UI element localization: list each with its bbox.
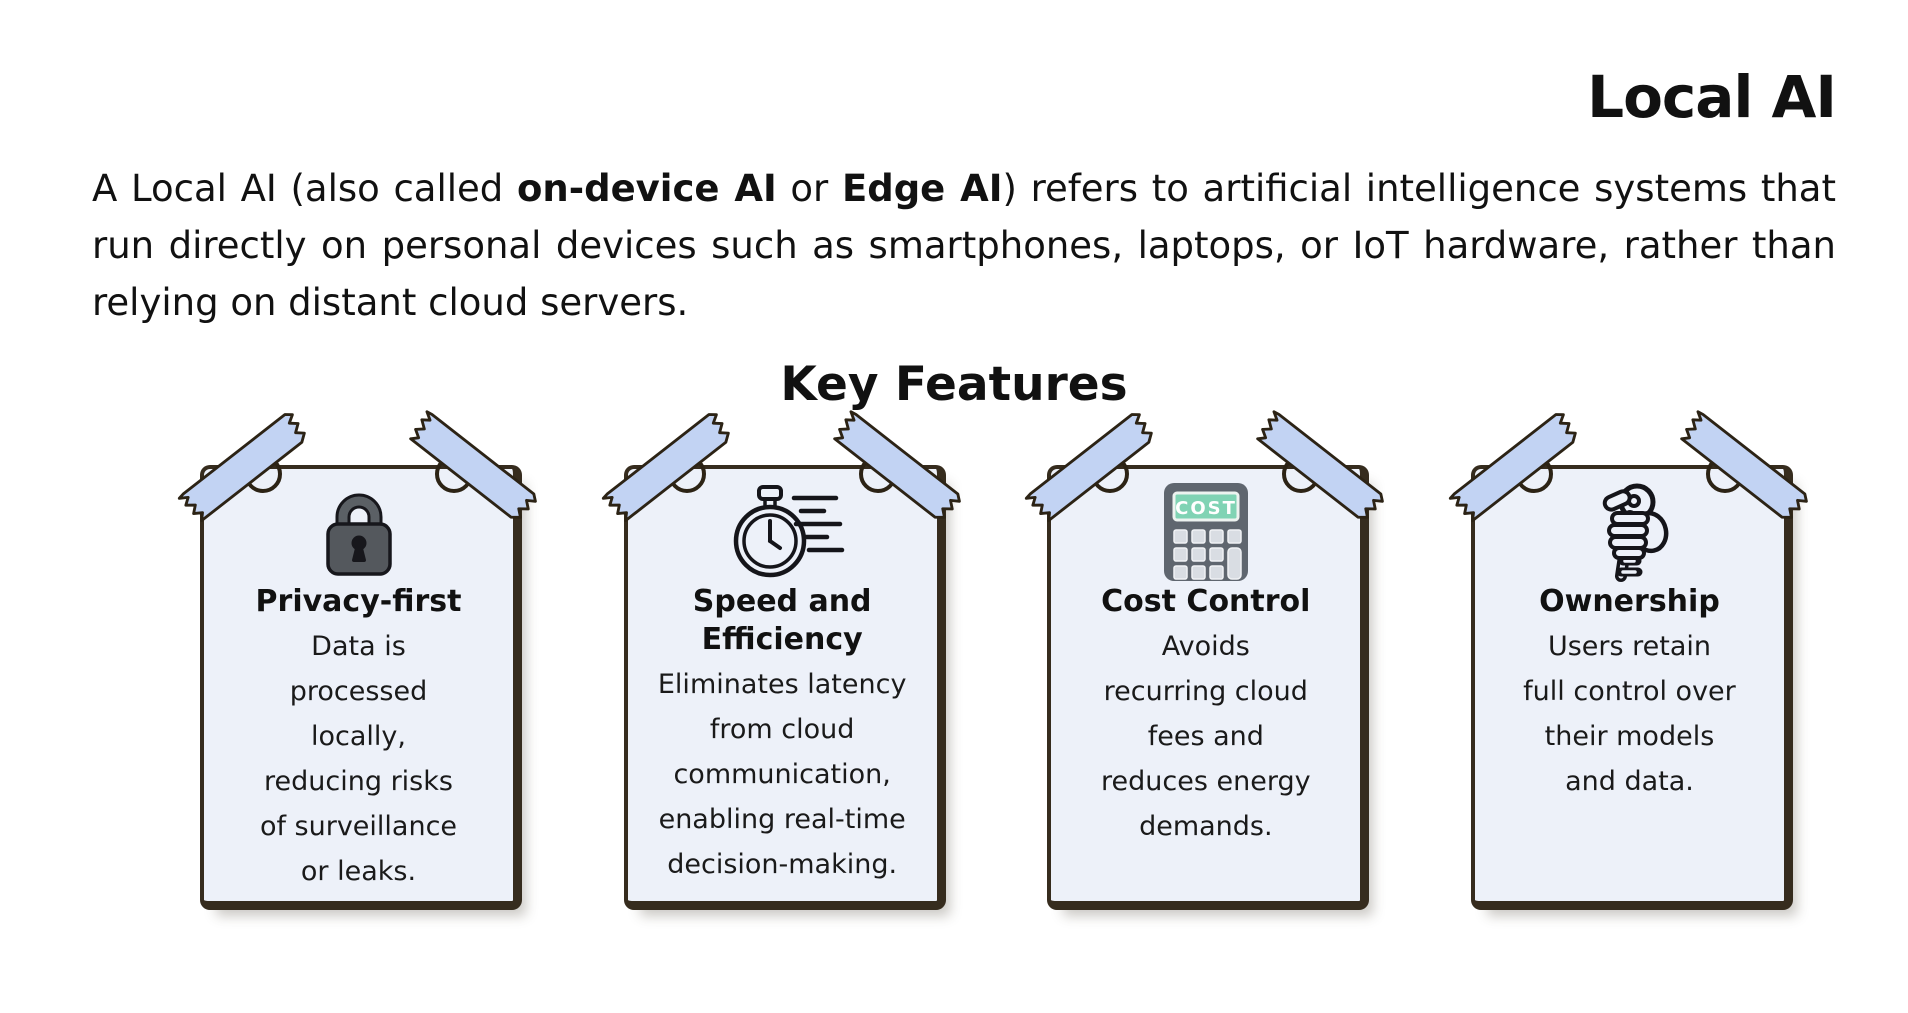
tape-top-left-icon xyxy=(1025,413,1154,523)
feature-title: Privacy-first xyxy=(255,584,462,620)
feature-card-cost: COST Cost Control Avoids recurring cloud… xyxy=(1025,410,1385,911)
calculator-display-label: COST xyxy=(1175,498,1237,519)
feature-card-privacy: Privacy-first Data is processed locally,… xyxy=(177,410,537,911)
feature-title: Speed and Efficiency xyxy=(692,584,872,658)
tape-top-left-icon xyxy=(177,413,306,523)
lock-icon xyxy=(320,481,398,583)
hand-key-icon xyxy=(1577,481,1681,583)
tape-top-right-icon xyxy=(1680,410,1808,520)
feature-description: Eliminates latency from cloud communicat… xyxy=(657,669,907,881)
feature-description: Data is processed locally, reducing risk… xyxy=(259,631,458,888)
intro-bold-on-device: on-device AI xyxy=(516,167,777,210)
feature-cards-row: Privacy-first Data is processed locally,… xyxy=(177,410,1808,911)
feature-card-speed: Speed and Efficiency Eliminates latency … xyxy=(601,410,961,911)
feature-title: Ownership xyxy=(1539,584,1720,620)
tape-top-left-icon xyxy=(601,413,730,523)
feature-description: Users retain full control over their mod… xyxy=(1523,631,1736,798)
feature-title: Cost Control xyxy=(1101,584,1311,620)
stopwatch-icon xyxy=(716,481,848,583)
intro-text-mid: or xyxy=(776,167,842,210)
tape-top-right-icon xyxy=(832,410,961,520)
tape-top-right-icon xyxy=(1256,410,1385,520)
tape-top-right-icon xyxy=(409,410,537,520)
intro-paragraph: A Local AI (also called on-device AI or … xyxy=(92,160,1836,331)
page-title: Local AI xyxy=(1587,63,1837,131)
intro-bold-edge-ai: Edge AI xyxy=(841,167,1003,210)
feature-description: Avoids recurring cloud fees and reduces … xyxy=(1101,631,1311,843)
feature-card-ownership: Ownership Users retain full control over… xyxy=(1448,410,1808,911)
section-heading: Key Features xyxy=(780,357,1128,412)
tape-top-left-icon xyxy=(1448,413,1577,523)
cost-calculator-icon: COST xyxy=(1161,481,1251,583)
intro-text-pre: A Local AI (also called xyxy=(92,167,517,210)
intro-text-post: ) refers to artificial intelligence syst… xyxy=(92,167,1836,324)
